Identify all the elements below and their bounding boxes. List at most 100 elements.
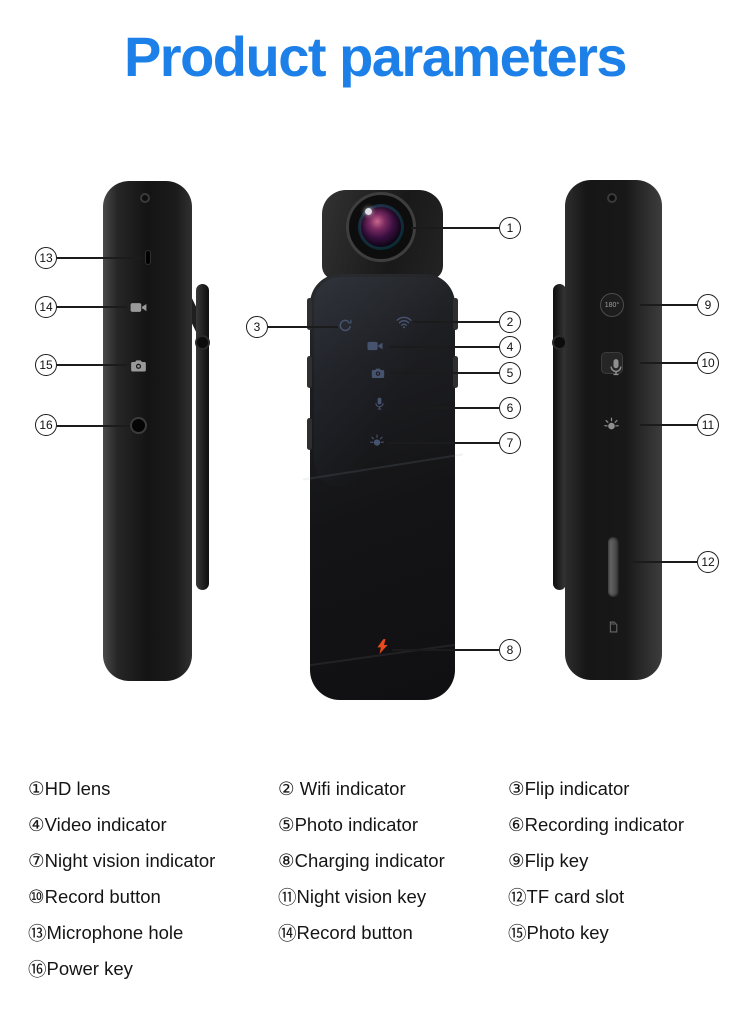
legend-label: Recording indicator bbox=[524, 813, 684, 835]
callout-15: 15 bbox=[35, 354, 57, 376]
microphone-icon bbox=[606, 357, 622, 375]
side-button-left-1 bbox=[307, 298, 312, 330]
leader-line-7 bbox=[388, 442, 499, 444]
callout-14: 14 bbox=[35, 296, 57, 318]
legend-number: ⑬ bbox=[28, 922, 47, 944]
leader-line-9 bbox=[640, 304, 697, 306]
legend-label: TF card slot bbox=[526, 885, 625, 907]
leader-line-15 bbox=[57, 364, 127, 366]
legend-number: ⑨ bbox=[508, 849, 525, 871]
legend-number: ⑥ bbox=[508, 813, 525, 835]
leader-line-10 bbox=[640, 362, 697, 364]
legend-label: Record button bbox=[296, 921, 413, 943]
device-right-view: 180° bbox=[565, 180, 662, 680]
device-left-view bbox=[103, 181, 192, 681]
leader-line-16 bbox=[57, 425, 130, 427]
callout-5: 5 bbox=[499, 362, 521, 384]
callout-9: 9 bbox=[697, 294, 719, 316]
legend-number: ⑧ bbox=[278, 849, 295, 871]
leader-line-6 bbox=[388, 407, 499, 409]
device-front-body bbox=[302, 274, 464, 700]
legend-number: ⑮ bbox=[508, 922, 527, 944]
photo-key-icon bbox=[129, 356, 148, 375]
legend-number: ⑪ bbox=[278, 886, 297, 908]
leader-line-13 bbox=[57, 257, 141, 259]
wifi-indicator-icon bbox=[395, 313, 413, 331]
legend-label: Flip key bbox=[524, 849, 589, 871]
clip-bar bbox=[553, 284, 566, 590]
device-right-clip bbox=[547, 284, 585, 592]
legend-label: Charging indicator bbox=[294, 849, 445, 871]
callout-1: 1 bbox=[499, 217, 521, 239]
legend-number: ④ bbox=[28, 813, 45, 835]
legend-item-2: ② Wifi indicator bbox=[278, 777, 508, 801]
clip-pivot bbox=[554, 337, 565, 348]
tf-card-slot bbox=[608, 537, 619, 597]
legend-number: ⑯ bbox=[28, 958, 47, 980]
charging-indicator-icon bbox=[374, 638, 391, 655]
device-front-view bbox=[302, 190, 464, 700]
callout-11: 11 bbox=[697, 414, 719, 436]
legend-label: Flip indicator bbox=[524, 777, 630, 799]
legend-number: ⑫ bbox=[508, 886, 527, 908]
side-button-right-1 bbox=[453, 298, 458, 330]
power-key-button bbox=[130, 417, 147, 434]
callout-4: 4 bbox=[499, 336, 521, 358]
callout-13: 13 bbox=[35, 247, 57, 269]
callout-3: 3 bbox=[246, 316, 268, 338]
legend-number: ⑤ bbox=[278, 813, 295, 835]
legend-number: ① bbox=[28, 777, 45, 799]
legend-label: Microphone hole bbox=[46, 921, 184, 943]
legend-label: Night vision indicator bbox=[44, 849, 216, 871]
device-left-clip bbox=[178, 284, 217, 592]
callout-2: 2 bbox=[499, 311, 521, 333]
clip-pivot bbox=[197, 337, 208, 348]
leader-line-11 bbox=[640, 424, 697, 426]
page-title: Product parameters bbox=[123, 25, 628, 88]
leader-line-5 bbox=[390, 372, 499, 374]
hd-lens bbox=[346, 192, 416, 262]
device-left-body bbox=[103, 181, 192, 681]
record-button-icon bbox=[129, 298, 148, 317]
legend-number: ⑦ bbox=[28, 849, 45, 871]
recording-indicator-icon bbox=[372, 396, 387, 411]
legend-label: Photo key bbox=[526, 921, 609, 943]
tf-card-icon bbox=[606, 620, 620, 634]
flip-indicator-icon bbox=[338, 318, 353, 333]
night-vision-indicator-icon bbox=[368, 432, 386, 450]
flip-key-label: 180° bbox=[604, 301, 620, 309]
video-indicator-icon bbox=[366, 337, 384, 355]
legend-label: HD lens bbox=[44, 777, 111, 799]
record-key-button bbox=[601, 352, 623, 375]
leader-line-1 bbox=[411, 227, 499, 229]
callout-16: 16 bbox=[35, 414, 57, 436]
screw-hole bbox=[140, 193, 150, 203]
leader-line-14 bbox=[57, 306, 127, 308]
side-button-left-3 bbox=[307, 418, 312, 450]
lens-glint bbox=[365, 208, 372, 215]
flip-key-button: 180° bbox=[600, 293, 624, 317]
glass-panel bbox=[314, 277, 451, 487]
legend-label: Wifi indicator bbox=[294, 777, 406, 799]
legend-label: Power key bbox=[46, 957, 133, 979]
legend-number: ③ bbox=[508, 777, 525, 799]
legend-label: Record button bbox=[44, 885, 161, 907]
leader-line-3 bbox=[268, 326, 338, 328]
side-button-left-2 bbox=[307, 356, 312, 388]
callout-12: 12 bbox=[697, 551, 719, 573]
leader-line-4 bbox=[389, 346, 499, 348]
